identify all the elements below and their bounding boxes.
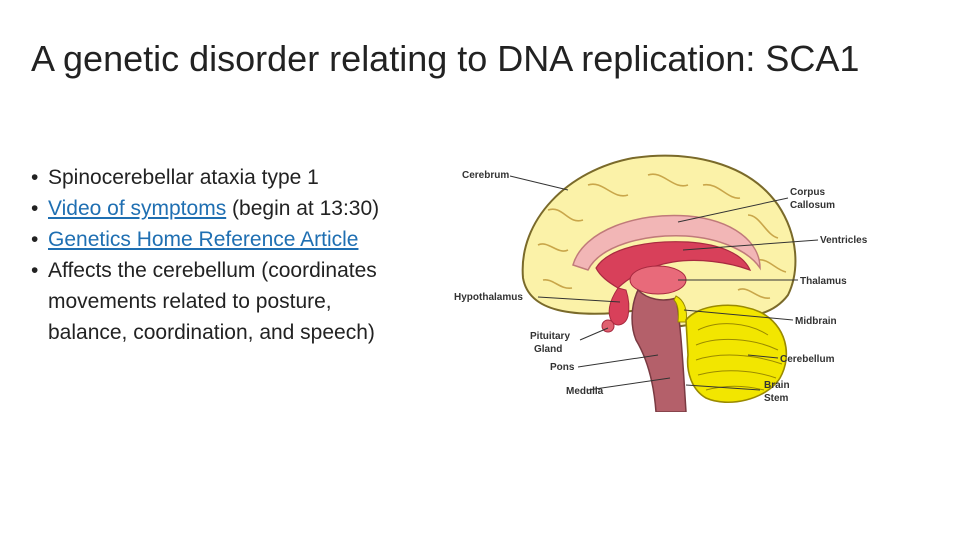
midbrain-shape [673,295,687,323]
brain-stem-label-1: Brain [764,380,790,391]
pituitary-label-1: Pituitary [530,331,570,342]
bullet-item: • Affects the cerebellum (coordinates mo… [31,259,377,344]
brain-stem-label-2: Stem [764,393,789,404]
midbrain-label: Midbrain [795,316,837,327]
gyri-lines [537,173,787,299]
medulla-label: Medulla [566,386,604,397]
ventricles-label: Ventricles [820,235,868,246]
bullet-text: Affects the cerebellum (coordinates move… [48,259,377,344]
bullet-list: • Spinocerebellar ataxia type 1 • Video … [31,162,391,348]
cerebellum-folia [695,323,783,391]
label-lines [509,175,819,391]
bullet-text: Spinocerebellar ataxia type 1 [48,166,319,189]
pons-label: Pons [550,362,575,373]
cerebellum-shape [685,304,788,404]
brain-stem-shape [631,288,687,412]
bullet-item: • Video of symptoms (begin at 13:30) [31,197,380,220]
bullet-item: • Genetics Home Reference Article [31,228,359,251]
video-link[interactable]: Video of symptoms [48,197,227,220]
brain-diagram: Cerebrum Corpus Callosum Ventricles Thal… [454,154,868,412]
bullet-text: (begin at 13:30) [226,197,380,220]
corpus-callosum-label-2: Callosum [790,200,835,211]
pituitary-label-2: Gland [534,344,562,355]
thalamus-label: Thalamus [800,276,847,287]
hypothalamus-shape [608,287,630,326]
cerebrum-shape [521,154,797,328]
hypothalamus-label: Hypothalamus [454,292,523,303]
slide-title: A genetic disorder relating to DNA repli… [31,38,860,79]
corpus-callosum-shape [572,214,761,271]
corpus-callosum-label-1: Corpus [790,187,825,198]
cerebellum-label: Cerebellum [780,354,835,365]
cerebrum-label: Cerebrum [462,170,509,181]
genetics-reference-link[interactable]: Genetics Home Reference Article [48,228,359,251]
bullet-item: • Spinocerebellar ataxia type 1 [31,166,319,189]
